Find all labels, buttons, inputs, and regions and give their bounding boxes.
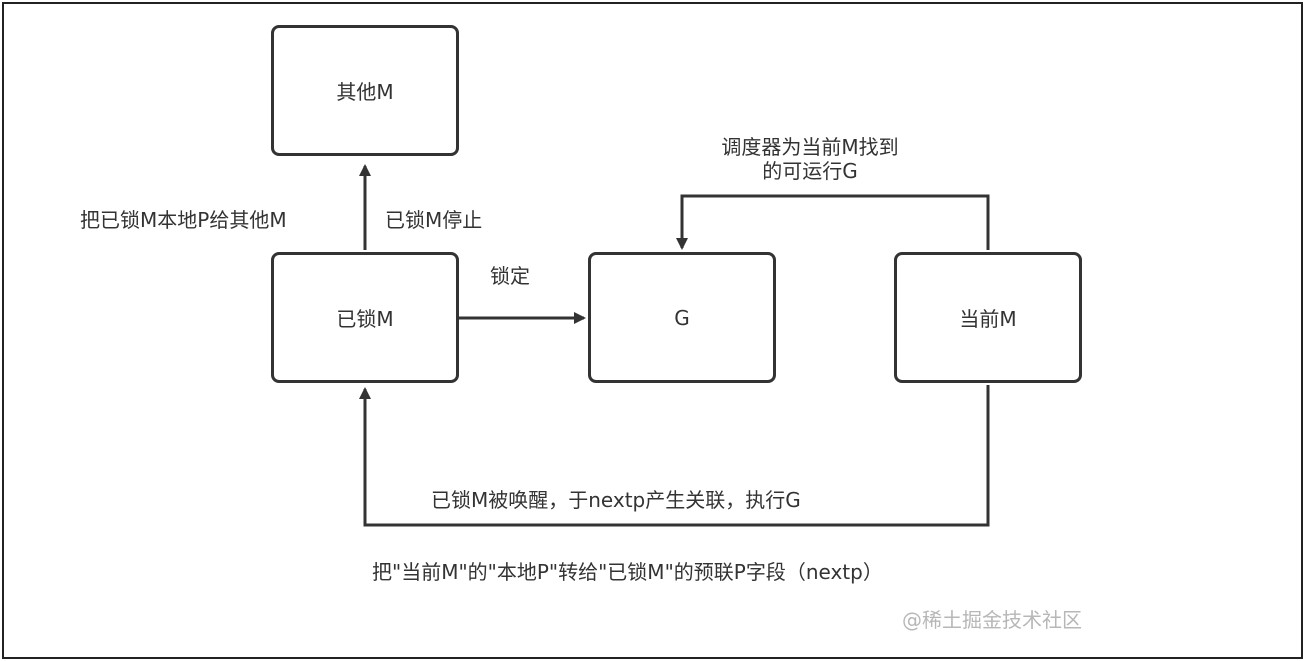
label-stop: 已锁M停止 xyxy=(385,208,483,232)
node-current-m-label: 当前M xyxy=(959,307,1017,331)
node-locked-m: 已锁M xyxy=(271,252,459,383)
node-other-m-label: 其他M xyxy=(336,80,394,104)
node-other-m: 其他M xyxy=(271,25,459,156)
node-g-label: G xyxy=(674,305,690,330)
label-wakeup: 已锁M被唤醒，于nextp产生关联，执行G xyxy=(431,488,801,512)
label-transfer: 把"当前M"的"本地P"转给"已锁M"的预联P字段（nextp） xyxy=(372,560,883,584)
edge-current-to-locked xyxy=(359,385,990,527)
node-current-m: 当前M xyxy=(894,252,1082,383)
label-lock: 锁定 xyxy=(490,264,530,288)
node-g: G xyxy=(588,252,776,383)
label-scheduler-line2: 的可运行G xyxy=(762,159,858,183)
watermark: @稀土掘金技术社区 xyxy=(902,608,1082,632)
label-scheduler: 调度器为当前M找到 的可运行G xyxy=(690,135,930,183)
label-give-p: 把已锁M本地P给其他M xyxy=(80,208,287,232)
label-scheduler-line1: 调度器为当前M找到 xyxy=(721,135,899,159)
node-locked-m-label: 已锁M xyxy=(336,307,394,331)
edge-current-to-g xyxy=(676,194,990,250)
